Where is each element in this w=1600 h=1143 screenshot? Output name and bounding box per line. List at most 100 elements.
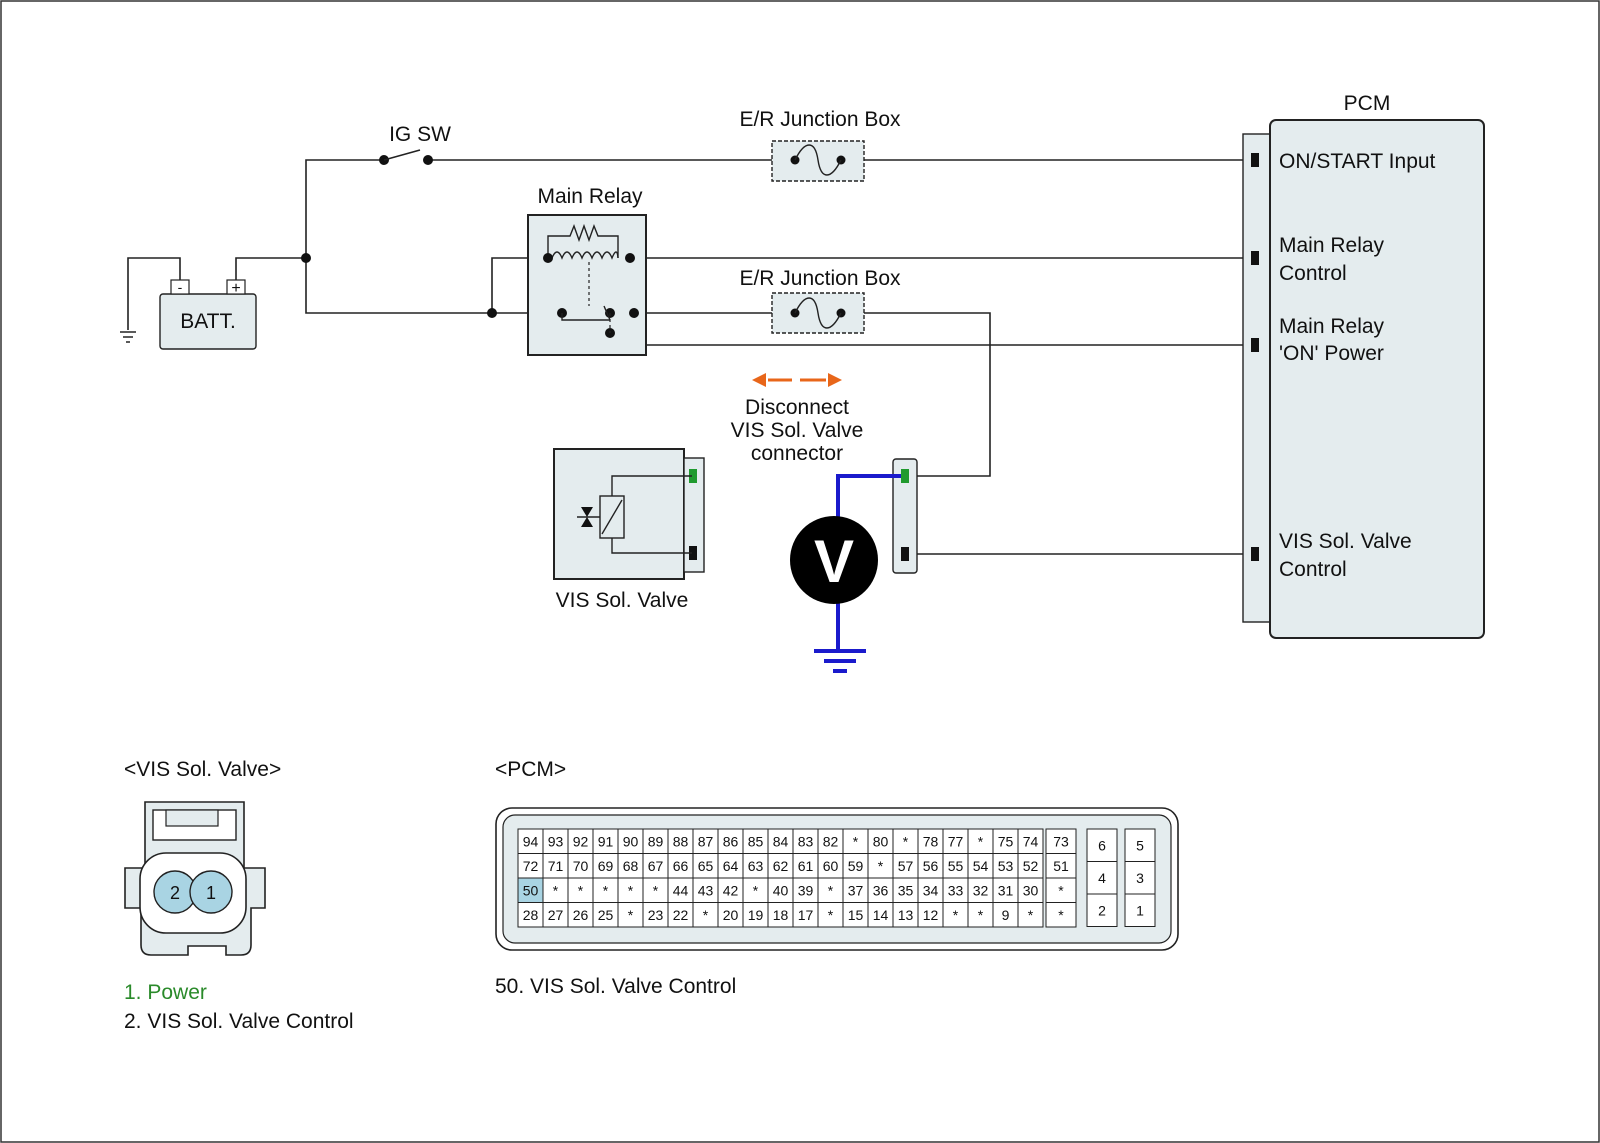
battery-label: BATT. (180, 310, 236, 333)
pcm-on-start-input-label: ON/START Input (1279, 150, 1436, 173)
pcm-pin-*-cell (967, 902, 994, 928)
pcm-pin-12: 12 (923, 907, 939, 923)
vis-valve-terminal-2 (689, 546, 697, 560)
pcm-pin-*: * (1058, 882, 1064, 898)
pcm-pin-*-cell (942, 902, 969, 928)
pcm-pin-*-cell (1045, 902, 1077, 928)
vis-valve-terminal-1 (689, 469, 697, 483)
pcm-pin-67: 67 (648, 858, 664, 874)
pcm-pin-33: 33 (948, 882, 964, 898)
pcm-pin-20: 20 (723, 907, 739, 923)
voltmeter-label: V (814, 528, 854, 595)
pcm-pin-54: 54 (973, 858, 989, 874)
pcm-pin-14: 14 (873, 907, 889, 923)
pcm-pin-27-cell (542, 902, 569, 928)
pcm-pin-*: * (653, 882, 659, 898)
pcm-pin-87-cell (692, 828, 719, 854)
pcm-pin-4-cell (1086, 861, 1118, 895)
pcm-pin-56-cell (917, 853, 944, 879)
pcm-pin-51: 51 (1053, 858, 1069, 874)
pcm-pin-74-cell (1017, 828, 1044, 854)
pcm-pin-72: 72 (523, 858, 539, 874)
pcm-pin-43: 43 (698, 882, 714, 898)
pcm-pin-83: 83 (798, 833, 814, 849)
pcm-pin-54-cell (967, 853, 994, 879)
pcm-pin-9: 9 (1002, 907, 1010, 923)
pcm-pin-92: 92 (573, 833, 589, 849)
pcm-pin-82: 82 (823, 833, 839, 849)
pcm-pin-65: 65 (698, 858, 714, 874)
pcm-pin-*: * (553, 882, 559, 898)
pcm-pin-15-cell (842, 902, 869, 928)
pcm-pin-26-cell (567, 902, 594, 928)
pcm-pin-39: 39 (798, 882, 814, 898)
pcm-pin-94: 94 (523, 833, 539, 849)
pcm-pin-3: 3 (1136, 870, 1144, 886)
pcm-pin-2-cell (1086, 893, 1118, 927)
pcm-pin-5-cell (1124, 828, 1156, 862)
pcm-pin-*: * (1058, 907, 1064, 923)
pcm-pin-30: 30 (1023, 882, 1039, 898)
pcm-pin-30-cell (1017, 877, 1044, 903)
pcm-pin-85-cell (742, 828, 769, 854)
pcm-pin-5: 5 (1136, 837, 1144, 853)
pcm-pin-85: 85 (748, 833, 764, 849)
pcm-pin-4: 4 (1098, 870, 1106, 886)
pcm-main-relay-on-label-1: Main Relay (1279, 315, 1385, 338)
pcm-pin-89: 89 (648, 833, 664, 849)
pcm-pin-67-cell (642, 853, 669, 879)
pcm-pin-1: 1 (1136, 902, 1144, 918)
pcm-pin-77: 77 (948, 833, 964, 849)
pcm-pin-70: 70 (573, 858, 589, 874)
pcm-pin-86: 86 (723, 833, 739, 849)
pcm-pin-84: 84 (773, 833, 789, 849)
pcm-pin-19: 19 (748, 907, 764, 923)
pcm-pin-*: * (978, 833, 984, 849)
pcm-pin-59-cell (842, 853, 869, 879)
pcm-pin-37-cell (842, 877, 869, 903)
ground-symbol-battery (120, 331, 136, 343)
battery-minus-label: - (178, 279, 183, 295)
pcm-pin-15: 15 (848, 907, 864, 923)
junction-dots (301, 253, 497, 318)
pcm-pin-26: 26 (573, 907, 589, 923)
pcm-pin-17: 17 (798, 907, 814, 923)
pcm-pin-22-cell (667, 902, 694, 928)
pcm-pin-25: 25 (598, 907, 614, 923)
pcm-pin-*: * (828, 882, 834, 898)
disconnect-label-3: connector (751, 442, 843, 465)
pcm-pin-*: * (628, 907, 634, 923)
vis-connector-pin-1: 1 (206, 883, 216, 903)
pcm-pin-75: 75 (998, 833, 1014, 849)
pcm-pin-57: 57 (898, 858, 914, 874)
pcm-pin-71: 71 (548, 858, 564, 874)
disconnect-label-1: Disconnect (745, 396, 849, 419)
pcm-connector-title: <PCM> (495, 758, 566, 781)
pcm-pin-64: 64 (723, 858, 739, 874)
pcm-pin-36: 36 (873, 882, 889, 898)
pcm-pin-73: 73 (1053, 833, 1069, 849)
pcm-pin-13: 13 (898, 907, 914, 923)
vis-harness-connector (892, 458, 918, 574)
pcm-pin-91: 91 (598, 833, 614, 849)
pcm-pin-*-cell (617, 877, 644, 903)
pcm-label: PCM (1344, 92, 1391, 115)
pcm-pin-*: * (603, 882, 609, 898)
vis-connector-legend-power: 1. Power (124, 981, 207, 1004)
pcm-pin-93: 93 (548, 833, 564, 849)
pcm-pin-12-cell (917, 902, 944, 928)
pcm-vis-control-label-1: VIS Sol. Valve (1279, 530, 1412, 553)
pcm-pin-88: 88 (673, 833, 689, 849)
pcm-pin-61: 61 (798, 858, 814, 874)
pcm-pin-*: * (903, 833, 909, 849)
pcm-pin-61-cell (792, 853, 819, 879)
er-junction-box-top-label: E/R Junction Box (739, 108, 901, 131)
pcm-pin-53: 53 (998, 858, 1014, 874)
pcm-pin-28-cell (517, 902, 544, 928)
pcm-pin-1-cell (1124, 893, 1156, 927)
pcm-pin-66: 66 (673, 858, 689, 874)
pcm-pin-37: 37 (848, 882, 864, 898)
vis-valve-label: VIS Sol. Valve (556, 589, 689, 612)
